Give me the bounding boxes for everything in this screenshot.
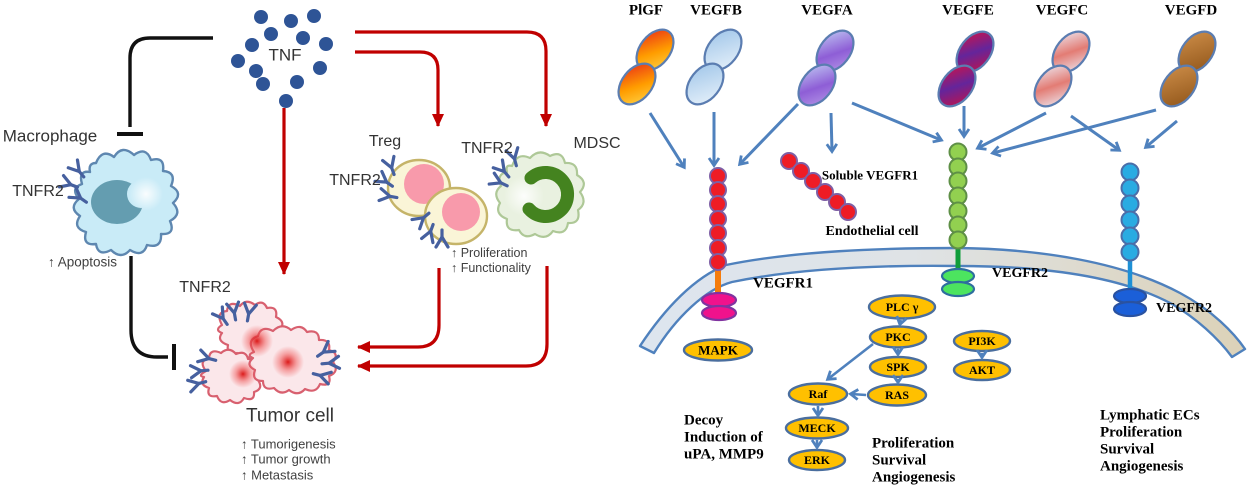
outcome-lymph-survival-line: Survival [1100, 441, 1155, 458]
vegfr1-label: VEGFR1 [753, 275, 813, 292]
erk-node-label: ERK [803, 453, 831, 467]
tumor-growth-effect-label: ↑ Tumor growth [241, 451, 331, 467]
spk-node-label: SPK [886, 360, 910, 374]
ligand-dimers [609, 21, 1225, 115]
ligand-receptor-arrows [648, 101, 1178, 170]
vegfr2-lymphatic-label: VEGFR2 [1156, 301, 1212, 316]
mdsc-cell [487, 146, 585, 238]
macrophage-label: Macrophage [2, 126, 98, 146]
macrophage-tnfr2-label: TNFR2 [12, 183, 64, 200]
vegfb-label: VEGFB [690, 2, 742, 19]
raf-node-label: Raf [808, 387, 828, 401]
vegfa-dimer [789, 22, 863, 114]
mdsc-label: MDSC [573, 135, 621, 152]
mdsc-nucleus [522, 166, 575, 223]
treg-label: Treg [368, 133, 402, 150]
macrophage-tumor-inhibition-line [129, 256, 176, 370]
pkc-node-label: PKC [885, 330, 911, 344]
outcome-survival-line: Survival [872, 452, 927, 469]
ras-node-label: RAS [884, 388, 910, 402]
functionality-effect-label: ↑ Functionality [451, 260, 531, 275]
tumorigenesis-effect-label: ↑ Tumorigenesis [241, 436, 336, 452]
outcome-lymphatic-ecs-line: Lymphatic ECs [1100, 407, 1200, 424]
proliferation-effect-label: ↑ Proliferation [451, 245, 528, 260]
outcome-angiogenesis-line: Angiogenesis [872, 469, 956, 486]
tumor-cell-label: Tumor cell [246, 405, 334, 427]
outcome-induction-line: Induction of [684, 429, 763, 446]
outcome-decoy-line: Decoy [684, 412, 724, 429]
tnf-macrophage-inhibition-line [117, 36, 213, 136]
treg-nucleus-2 [442, 193, 480, 231]
mapk-node [682, 338, 754, 362]
outcome-lymph-angiogenesis-line: Angiogenesis [1100, 458, 1184, 475]
metastasis-effect-label: ↑ Metastasis [241, 467, 314, 483]
cell-membrane [638, 246, 1247, 359]
tnf-red-arrows [278, 30, 552, 372]
vegfe-dimer [929, 23, 1003, 115]
vegfr2-endothelial-label: VEGFR2 [992, 266, 1048, 281]
cascade-arrows [810, 315, 989, 451]
mdsc-tnfr2-label: TNFR2 [461, 140, 513, 157]
raf-node [787, 382, 849, 406]
vegfb-dimer [677, 21, 751, 113]
akt-node-label: AKT [968, 363, 996, 377]
pi3k-node-label: PI3K [968, 334, 996, 348]
soluble-vegfr1-label: Soluble VEGFR1 [821, 167, 919, 183]
meck-node-label: MECK [798, 421, 836, 435]
plgf-label: PlGF [628, 2, 664, 19]
mapk-node-label: MAPK [698, 342, 738, 358]
vegfa-label: VEGFA [801, 2, 853, 19]
treg-nucleus [404, 164, 444, 204]
endothelial-cell-label: Endothelial cell [825, 224, 919, 239]
outcome-upa-mmp9-line: uPA, MMP9 [684, 446, 764, 463]
outcome-proliferation-line: Proliferation [872, 435, 955, 452]
treg-tnfr2-label: TNFR2 [329, 172, 381, 189]
tumor-cell-cluster [186, 300, 342, 405]
plgf-dimer [609, 21, 683, 113]
treg-cells [373, 154, 489, 249]
tnf-cluster [231, 9, 333, 108]
soluble-vegfr1-chain [780, 152, 857, 221]
plcg-node-label: PLC γ [885, 300, 919, 314]
vegfr2-lymphatic-receptor [1112, 162, 1148, 318]
macrophage-cell [57, 148, 180, 257]
vegfd-label: VEGFD [1164, 2, 1218, 19]
vegfr1-receptor [700, 167, 738, 322]
vegfe-label: VEGFE [942, 2, 994, 19]
outcome-lymph-proliferation-line: Proliferation [1100, 424, 1183, 441]
vegfc-dimer [1025, 23, 1099, 115]
tnf-label: TNF [268, 45, 302, 65]
tumor-tnfr2-label: TNFR2 [179, 279, 231, 296]
vegfd-dimer [1151, 23, 1225, 115]
apoptosis-effect-label: ↑ Apoptosis [48, 254, 118, 270]
vegfc-label: VEGFC [1035, 2, 1089, 19]
vegfr2-endothelial-receptor [940, 142, 976, 298]
